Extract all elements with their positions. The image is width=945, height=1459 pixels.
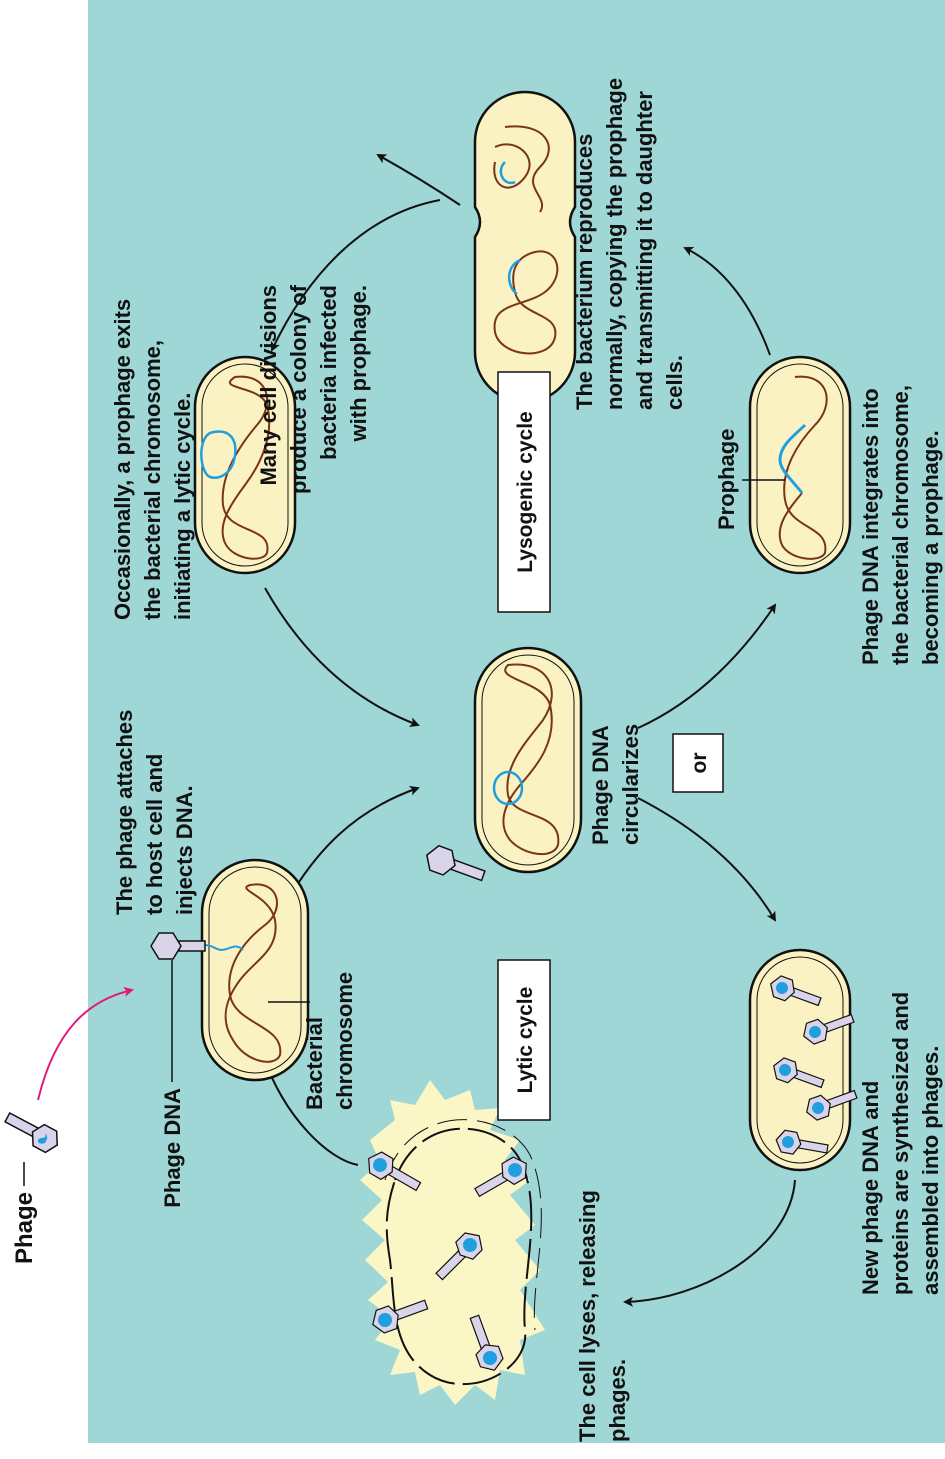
or-label: or — [688, 753, 711, 774]
many-divisions-line: Many cell divisions — [256, 285, 281, 486]
reproduces-line: cells. — [662, 355, 687, 410]
many-divisions-line: produce a colony of — [286, 284, 311, 494]
integrates-line: Phage DNA integrates into — [858, 388, 883, 665]
synthesized-line: proteins are synthesized and — [888, 992, 913, 1295]
phage-label: Phage — [11, 1192, 38, 1264]
integrates-line: becoming a prophage. — [918, 430, 943, 665]
reproduces-line: normally, copying the prophage — [602, 78, 627, 410]
lyses-line: phages. — [605, 1359, 630, 1442]
many-divisions-line: bacteria infected — [316, 285, 341, 460]
bacterial-chromosome-line: chromosome — [332, 972, 357, 1110]
lytic-cycle-label: Lytic cycle — [514, 987, 537, 1094]
attach-line: to host cell and — [142, 754, 167, 915]
attach-line: injects DNA. — [172, 785, 197, 915]
prophage-label: Prophage — [714, 429, 739, 530]
attach-line: The phage attaches — [112, 710, 137, 915]
lysogenic-cycle-label: Lysogenic cycle — [514, 411, 537, 572]
reproduces-line: The bacterium reproduces — [572, 134, 597, 410]
synthesized-line: New phage DNA and — [858, 1081, 883, 1295]
occasionally-line: the bacterial chromosome, — [140, 340, 165, 620]
integrates-line: the bacterial chromosome, — [888, 385, 913, 665]
cell-dividing — [475, 92, 575, 402]
many-divisions-line: with prophage. — [346, 285, 371, 442]
cell-synthesis — [750, 950, 859, 1170]
circularizes-line: circularizes — [618, 724, 643, 845]
free-phage — [1, 1108, 63, 1156]
cell-circularizes — [475, 648, 581, 872]
lyses-line: The cell lyses, releasing — [575, 1190, 600, 1442]
circularizes-line: Phage DNA — [588, 725, 613, 845]
synthesized-line: assembled into phages. — [918, 1046, 943, 1295]
occasionally-line: initiating a lytic cycle. — [170, 393, 195, 620]
reproduces-line: and transmitting it to daughter — [632, 91, 657, 410]
cell-prophage — [750, 357, 850, 573]
occasionally-line: Occasionally, a prophage exits — [110, 299, 135, 620]
bacterial-chromosome-line: Bacterial — [302, 1017, 327, 1110]
phage-dna-label: Phage DNA — [160, 1088, 185, 1208]
